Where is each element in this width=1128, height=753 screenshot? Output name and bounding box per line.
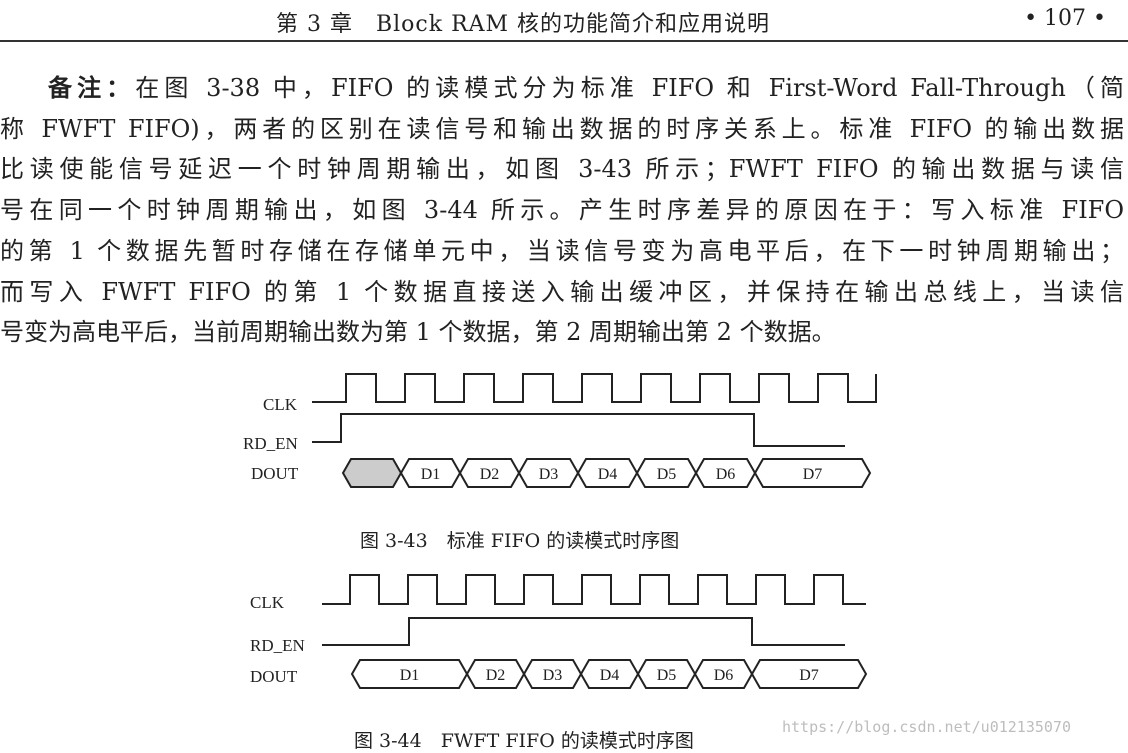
clk-waveform	[312, 373, 877, 403]
signal-label: CLK	[263, 395, 298, 414]
paragraph-line-text: 在图 3-38 中，FIFO 的读模式分为标准 FIFO 和 First-Wor…	[135, 74, 1125, 102]
chapter-title: 第 3 章 Block RAM 核的功能简介和应用说明	[276, 12, 771, 37]
dout-cell-label: D4	[598, 466, 618, 483]
paragraph-line: 而写入 FWFT FIFO 的第 1 个数据直接送入输出缓冲区，并保持在输出总线…	[0, 277, 1124, 306]
paragraph-line: 比读使能信号延迟一个时钟周期输出，如图 3-43 所示；FWFT FIFO 的输…	[0, 155, 1124, 184]
dout-cell-label: D5	[657, 667, 677, 684]
signal-label: DOUT	[251, 464, 299, 483]
signal-label: CLK	[250, 593, 285, 612]
dout-cell-label: D3	[543, 667, 563, 684]
signal-label: RD_EN	[243, 434, 298, 453]
dout-cell-label: D7	[799, 667, 819, 684]
dout-cell-label: D6	[714, 667, 734, 684]
dout-cell-label: D7	[803, 466, 823, 483]
dout-cell-label: D4	[600, 667, 620, 684]
signal-label: DOUT	[250, 667, 298, 686]
figure-3-43-caption: 图 3-43 标准 FIFO 的读模式时序图	[360, 530, 680, 552]
watermark: https://blog.csdn.net/u012135070	[782, 718, 1071, 736]
clk-waveform	[322, 574, 866, 605]
paragraph-line: 号在同一个时钟周期输出，如图 3-44 所示。产生时序差异的原因在于：写入标准 …	[0, 196, 1124, 225]
figure-3-44-timing-diagram: CLK RD_EN DOUT D1 D2 D3 D4 D5 D6 D7	[250, 574, 868, 689]
header-rule	[0, 40, 1128, 42]
paragraph-line: 号变为高电平后，当前周期输出数为第 1 个数据，第 2 周期输出第 2 个数据。	[0, 318, 836, 347]
paragraph-line: 备注：在图 3-38 中，FIFO 的读模式分为标准 FIFO 和 First-…	[0, 68, 1124, 109]
paragraph-line: 的第 1 个数据先暂时存储在存储单元中，当读信号变为高电平后，在下一时钟周期输出…	[0, 236, 1124, 265]
dout-cell-label: D1	[400, 667, 420, 684]
signal-label: RD_EN	[250, 636, 305, 655]
figure-3-43-timing-diagram: CLK RD_EN DOUT D1 D2 D3 D4 D5 D6 D7	[243, 373, 877, 488]
figure-3-44-caption: 图 3-44 FWFT FIFO 的读模式时序图	[354, 730, 694, 752]
note-label: 备注：	[48, 73, 136, 102]
page-number: • 107 •	[1024, 6, 1106, 31]
dout-cell-label: D6	[716, 466, 736, 483]
rd-en-waveform	[312, 413, 845, 447]
dout-data-cell	[753, 458, 872, 488]
dout-cell-label: D2	[486, 667, 506, 684]
dout-cell-label: D1	[421, 466, 441, 483]
dout-cell-label: D2	[480, 466, 500, 483]
note-paragraph: 备注：在图 3-38 中，FIFO 的读模式分为标准 FIFO 和 First-…	[0, 68, 1124, 353]
dout-data-cell	[341, 458, 403, 488]
dout-cell-label: D5	[657, 466, 677, 483]
page-header: 第 3 章 Block RAM 核的功能简介和应用说明 • 107 •	[0, 0, 1128, 42]
rd-en-waveform	[322, 617, 845, 646]
paragraph-line: 称 FWFT FIFO)，两者的区别在读信号和输出数据的时序关系上。标准 FIF…	[0, 114, 1124, 143]
dout-data-cell	[750, 659, 868, 689]
dout-cell-label: D3	[539, 466, 559, 483]
